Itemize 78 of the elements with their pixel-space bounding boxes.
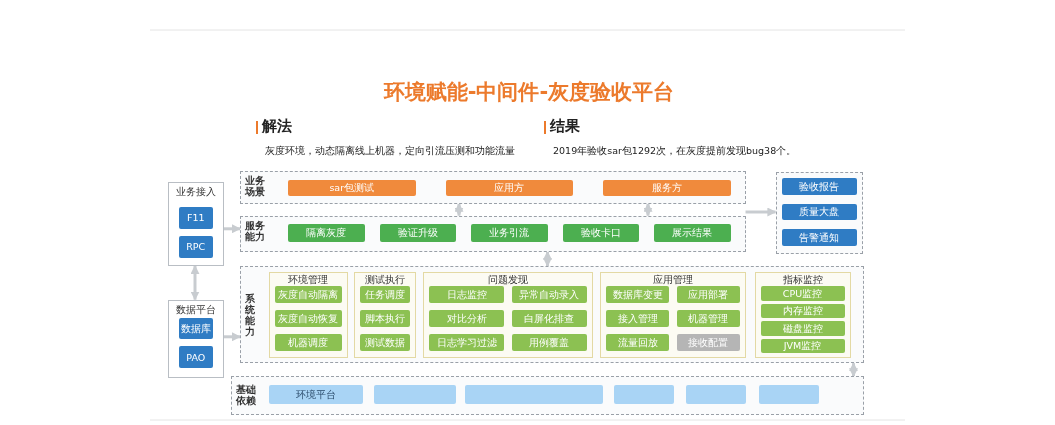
panel-label: 服务能力 xyxy=(244,219,266,242)
feature-box: JVM监控 xyxy=(760,338,845,353)
feature-box: 接入管理 xyxy=(606,310,669,328)
feature-box: 任务调度 xyxy=(360,286,410,304)
platform-box xyxy=(759,384,819,404)
layer-panel xyxy=(775,172,863,254)
platform-box: 环境平台 xyxy=(268,384,363,404)
arrow xyxy=(454,202,464,217)
feature-box: 日志监控 xyxy=(429,286,504,304)
feature-box: 用例覆盖 xyxy=(511,334,587,352)
feature-box: 验收卡口 xyxy=(562,224,639,242)
feature-box: 质量大盘 xyxy=(781,203,857,221)
panel-label: 测试执行 xyxy=(363,274,406,285)
layer-panel xyxy=(240,266,864,364)
feature-box: 应用方 xyxy=(445,179,573,197)
panel-label: 问题发现 xyxy=(486,274,529,285)
feature-box: CPU监控 xyxy=(760,286,845,301)
platform-box xyxy=(685,384,746,404)
arrow xyxy=(223,332,241,342)
feature-box: 告警通知 xyxy=(781,228,857,246)
section-heading: 结果 xyxy=(550,117,580,136)
feature-box: 对比分析 xyxy=(429,310,504,328)
panel-label: 业务接入 xyxy=(174,186,217,197)
panel-label: 应用管理 xyxy=(651,274,694,285)
layer-panel xyxy=(240,171,746,204)
feature-box: sar包测试 xyxy=(288,179,416,197)
module-panel xyxy=(354,272,416,359)
feature-box: 机器管理 xyxy=(676,310,740,328)
feature-box: 数据库 xyxy=(178,317,213,340)
side-panel xyxy=(168,299,224,378)
arrow xyxy=(190,265,200,301)
feature-box: 日志学习过滤 xyxy=(429,334,504,352)
platform-box xyxy=(373,384,456,404)
panel-label: 系统能力 xyxy=(244,293,255,337)
feature-box: 脚本执行 xyxy=(360,310,410,328)
module-panel xyxy=(754,272,851,359)
feature-box: 内存监控 xyxy=(760,303,845,319)
arrow xyxy=(223,224,241,234)
feature-box: 异常自动录入 xyxy=(511,286,587,304)
section-heading: 解法 xyxy=(262,117,292,136)
feature-box: 灰度自动隔离 xyxy=(274,286,342,304)
side-panel xyxy=(168,182,224,266)
feature-box: 接收配置 xyxy=(676,334,740,352)
feature-box: 验证升级 xyxy=(379,224,456,242)
feature-box: 灰度自动恢复 xyxy=(274,310,342,328)
feature-box: 应用部署 xyxy=(676,286,740,304)
panel-label: 指标监控 xyxy=(781,274,824,285)
module-panel xyxy=(423,272,593,359)
panel-label: 数据平台 xyxy=(174,303,217,315)
arrow xyxy=(643,202,653,217)
feature-box: 数据库变更 xyxy=(606,286,669,304)
module-panel xyxy=(600,272,746,359)
feature-box: 机器调度 xyxy=(274,334,342,352)
layer-panel xyxy=(231,376,864,415)
feature-box: 测试数据 xyxy=(360,334,410,352)
arrow xyxy=(543,250,552,267)
body-text: 灰度环境，动态隔离线上机器，定向引流压测和功能流量 xyxy=(265,145,515,158)
body-text: 2019年验收sar包1292次，在灰度提前发现bug38个。 xyxy=(553,145,797,158)
slide-title: 环境赋能-中间件-灰度验收平台 xyxy=(382,79,676,106)
feature-box: 业务引流 xyxy=(471,224,548,242)
panel-label: 基础依赖 xyxy=(235,384,257,407)
platform-box xyxy=(543,384,603,404)
layer-panel xyxy=(240,215,746,252)
feature-box: 隔离灰度 xyxy=(288,224,365,242)
panel-label: 业务场景 xyxy=(244,175,266,198)
feature-box: 展示结果 xyxy=(654,224,731,242)
module-panel xyxy=(268,272,348,359)
feature-box: F11 xyxy=(178,207,213,229)
feature-box: 服务方 xyxy=(603,179,731,197)
feature-box: 磁盘监控 xyxy=(760,321,845,336)
arrow xyxy=(849,362,858,378)
feature-box: 验收报告 xyxy=(781,178,857,196)
feature-box: 白屏化排查 xyxy=(511,310,587,328)
panel-label: 环境管理 xyxy=(287,274,330,285)
feature-box: RPC xyxy=(178,236,213,258)
feature-box: PAO xyxy=(178,346,213,368)
feature-box: 流量回放 xyxy=(606,334,669,352)
platform-box xyxy=(613,384,674,404)
